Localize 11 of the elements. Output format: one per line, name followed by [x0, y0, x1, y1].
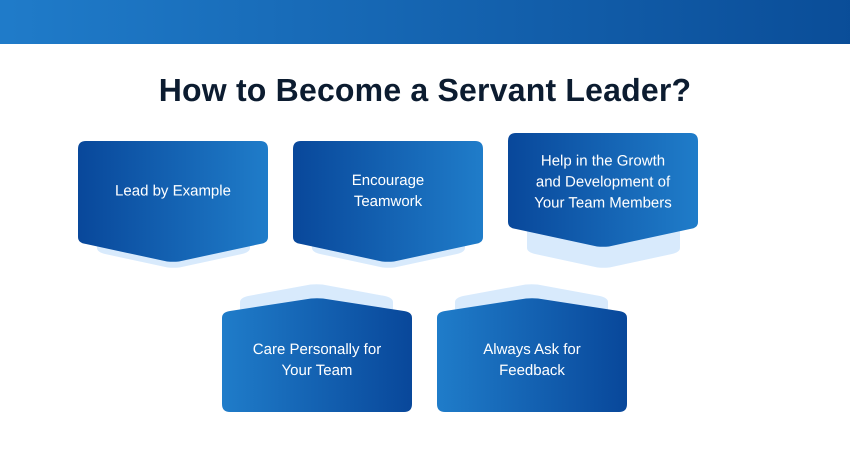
pointed-card — [508, 133, 698, 247]
pointed-card — [78, 141, 268, 262]
arrow-top-card — [437, 298, 627, 412]
pointed-card — [293, 141, 483, 262]
title: How to Become a Servant Leader? — [158, 71, 692, 109]
card-text: Encourage Teamwork — [350, 171, 426, 212]
card-text: Always Ask for Feedback — [482, 340, 582, 381]
card-text: Help in the Growth and Development of Your Team Members — [533, 152, 673, 214]
arrow-top-card — [222, 298, 412, 412]
card-text: Lead by Example — [114, 182, 232, 202]
card-text: Care Personally for Your Team — [252, 340, 382, 381]
